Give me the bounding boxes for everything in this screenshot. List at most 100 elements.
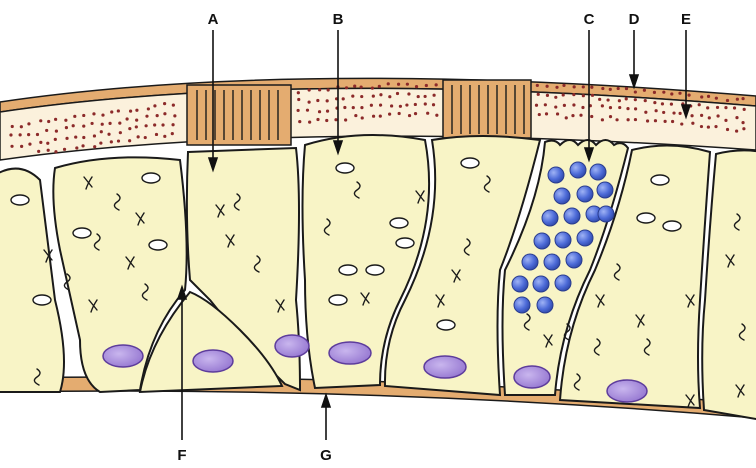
glycocalyx-dot	[20, 125, 23, 128]
mucin-granule	[590, 164, 606, 180]
label-a: A	[208, 11, 219, 28]
glycocalyx-dot	[582, 94, 585, 97]
glycocalyx-dot	[726, 99, 729, 102]
glycocalyx-dot	[129, 110, 132, 113]
mucin-granule	[554, 188, 570, 204]
glycocalyx-dot	[39, 141, 42, 144]
glycocalyx-dot	[707, 125, 710, 128]
glycocalyx-dot	[432, 103, 435, 106]
glycocalyx-dot	[370, 104, 373, 107]
glycocalyx-dot	[379, 115, 382, 118]
glycocalyx-dot	[318, 88, 321, 91]
glycocalyx-dot	[579, 114, 582, 117]
mucin-granule	[566, 252, 582, 268]
glycocalyx-dot	[65, 126, 68, 129]
glycocalyx-dot	[55, 129, 58, 132]
glycocalyx-dot	[101, 123, 104, 126]
glycocalyx-dot	[10, 145, 13, 148]
glycocalyx-dot	[545, 112, 548, 115]
glycocalyx-dot	[572, 93, 575, 96]
glycocalyx-dot	[643, 89, 646, 92]
glycocalyx-dot	[406, 83, 409, 86]
glycocalyx-dot	[352, 106, 355, 109]
glycocalyx-dot	[46, 142, 49, 145]
glycocalyx-dot	[617, 87, 620, 90]
glycocalyx-dot	[536, 84, 539, 87]
glycocalyx-dot	[591, 94, 594, 97]
glycocalyx-dot	[107, 133, 110, 136]
glycocalyx-dot	[625, 97, 628, 100]
glycocalyx-dot	[556, 112, 559, 115]
glycocalyx-dot	[351, 95, 354, 98]
vesicle	[396, 238, 414, 248]
mucin-granule	[598, 206, 614, 222]
glycocalyx-dot	[644, 99, 647, 102]
vesicle	[33, 295, 51, 305]
glycocalyx-dot	[171, 132, 174, 135]
mucin-granule	[597, 182, 613, 198]
glycocalyx-dot	[698, 103, 701, 106]
glycocalyx-dot	[101, 113, 104, 116]
glycocalyx-dot	[680, 122, 683, 125]
glycocalyx-dot	[45, 129, 48, 132]
microvilli-brush-border-2	[443, 80, 531, 138]
glycocalyx-dot	[145, 115, 148, 118]
glycocalyx-dot	[601, 118, 604, 121]
glycocalyx-dot	[117, 139, 120, 142]
glycocalyx-dot	[609, 88, 612, 91]
glycocalyx-dot	[626, 107, 629, 110]
glycocalyx-dot	[598, 98, 601, 101]
glycocalyx-dot	[316, 118, 319, 121]
glycocalyx-dot	[306, 109, 309, 112]
glycocalyx-dot	[714, 125, 717, 128]
glycocalyx-dot	[671, 120, 674, 123]
glycocalyx-dot	[606, 98, 609, 101]
glycocalyx-dot	[171, 123, 174, 126]
mucin-granule	[577, 186, 593, 202]
mucin-granule	[542, 210, 558, 226]
glycocalyx-dot	[424, 102, 427, 105]
glycocalyx-dot	[327, 88, 330, 91]
vesicle	[336, 163, 354, 173]
glycocalyx-dot	[408, 114, 411, 117]
glycocalyx-dot	[741, 97, 744, 100]
glycocalyx-dot	[396, 92, 399, 95]
glycocalyx-dot	[90, 122, 93, 125]
glycocalyx-dot	[664, 120, 667, 123]
glycocalyx-dot	[308, 120, 311, 123]
label-e: E	[681, 11, 691, 28]
glycocalyx-dot	[546, 85, 549, 88]
glycocalyx-dot	[735, 116, 738, 119]
vesicle	[637, 213, 655, 223]
glycocalyx-dot	[625, 87, 628, 90]
glycocalyx-dot	[670, 103, 673, 106]
glycocalyx-dot	[379, 93, 382, 96]
glycocalyx-dot	[74, 135, 77, 138]
label-d: D	[629, 11, 640, 28]
label-c: C	[584, 11, 595, 28]
glycocalyx-dot	[706, 106, 709, 109]
glycocalyx-dot	[163, 112, 166, 115]
glycocalyx-dot	[691, 122, 694, 125]
mucin-granule	[537, 297, 553, 313]
label-b: B	[333, 11, 344, 28]
glycocalyx-dot	[92, 112, 95, 115]
glycocalyx-dot	[417, 95, 420, 98]
glycocalyx-dot	[135, 125, 138, 128]
glycocalyx-dot	[415, 85, 418, 88]
glycocalyx-dot	[733, 106, 736, 109]
glycocalyx-dot	[372, 95, 375, 98]
glycocalyx-dot	[707, 95, 710, 98]
glycocalyx-dot	[82, 114, 85, 117]
glycocalyx-dot	[326, 99, 329, 102]
glycocalyx-dot	[93, 145, 96, 148]
glycocalyx-dot	[716, 114, 719, 117]
glycocalyx-dot	[555, 86, 558, 89]
glycocalyx-dot	[407, 92, 410, 95]
glycocalyx-dot	[108, 122, 111, 125]
glycocalyx-dot	[646, 119, 649, 122]
glycocalyx-dot	[82, 136, 85, 139]
glycocalyx-dot	[308, 101, 311, 104]
glycocalyx-dot	[360, 85, 363, 88]
glycocalyx-dot	[700, 114, 703, 117]
